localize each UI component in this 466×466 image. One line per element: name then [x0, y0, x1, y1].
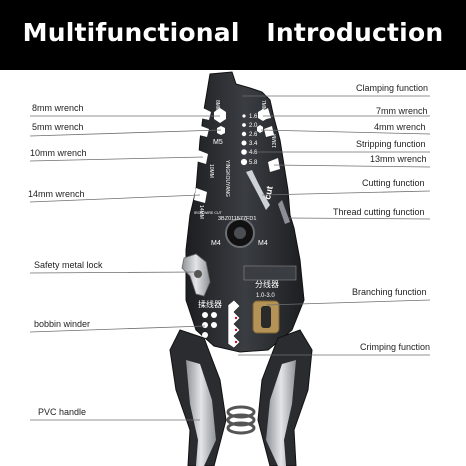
gauge-2-0: 2.0	[249, 123, 258, 129]
mark-13mm: 13MM	[272, 134, 278, 148]
leader-10mm	[29, 156, 204, 162]
callout-stripping-function: Stripping function	[356, 139, 426, 149]
callout-5mm-wrench: 5mm wrench	[32, 122, 84, 132]
leader-cutting	[261, 190, 431, 196]
mark-10mm: 10MM	[208, 164, 214, 178]
callout-10mm-wrench: 10mm wrench	[30, 148, 87, 158]
return-spring	[226, 405, 256, 435]
leader-lock	[29, 271, 197, 274]
leader-thread	[287, 217, 431, 220]
mark-m4-left: M4	[211, 240, 221, 247]
hex-hole-8mm	[214, 108, 226, 123]
callout-7mm-wrench: 7mm wrench	[376, 106, 428, 116]
mark-14mm: 14MM	[198, 205, 204, 219]
callout-4mm-wrench: 4mm wrench	[374, 122, 426, 132]
mark-m5: M5	[213, 139, 223, 146]
callout-bobbin-winder: bobbin winder	[34, 319, 91, 329]
cutting-blade	[246, 170, 270, 210]
gauge-4-6: 4.6	[249, 150, 258, 156]
callout-clamping-function: Clamping function	[356, 83, 429, 93]
tool-head	[185, 71, 305, 353]
mark-cut: cut	[262, 185, 275, 200]
handle-grip-left	[186, 360, 216, 466]
silver-strip	[243, 265, 297, 281]
gauge-3-4: 3.4	[249, 141, 258, 147]
hex-hole-4mm	[257, 125, 263, 133]
stripping-gauge-holes	[240, 114, 248, 166]
pivot-bolt-center	[234, 227, 246, 239]
title-banner: Multifunctional Introduction	[0, 0, 466, 70]
mark-cn-left: 揉线器	[198, 299, 222, 309]
callout-pvc-handle: PVC handle	[38, 407, 87, 417]
callout-14mm-wrench: 14mm wrench	[28, 189, 85, 199]
callout-crimping-function: Crimping function	[360, 342, 431, 352]
mark-7mm: 7MM	[260, 100, 266, 111]
thread-cutting-edge	[278, 200, 290, 224]
gauge-2-6: 2.6	[249, 132, 258, 138]
mark-8mm: 8MM	[214, 100, 220, 111]
mark-m4-right: M4	[258, 240, 268, 247]
callout-branching-function: Branching function	[352, 287, 427, 297]
bobbin-winder-holes	[202, 312, 217, 338]
leader-bobbin	[29, 325, 206, 333]
handle-grip-right	[266, 360, 296, 466]
callout-8mm-wrench: 8mm wrench	[32, 103, 84, 113]
leader-14mm	[29, 194, 201, 203]
crimping-jaws	[227, 299, 241, 349]
mark-range: 1.0-3.0	[256, 293, 275, 299]
hex-hole-7mm	[258, 109, 268, 121]
gauge-5-8: 5.8	[249, 160, 258, 166]
mark-iron-wire-cut: IRON WIRE CUT	[194, 211, 223, 215]
hex-hole-5mm	[217, 126, 225, 135]
leader-branching	[265, 299, 431, 306]
callout-thread-cutting-function: Thread cutting function	[333, 207, 425, 217]
callout-cutting-function: Cutting function	[362, 178, 425, 188]
gauge-1-6: 1.6	[249, 114, 258, 120]
mark-brand: YINGKOUYANG	[224, 160, 230, 197]
banner-title: Multifunctional Introduction	[22, 18, 444, 47]
callout-13mm-wrench: 13mm wrench	[370, 154, 427, 164]
callout-safety-lock: Safety metal lock	[34, 260, 103, 270]
leader-4mm	[260, 129, 431, 135]
branching-slot	[261, 306, 271, 328]
leader-13mm	[273, 164, 431, 168]
crimping-red-marks	[234, 316, 238, 344]
mark-cn-right: 分线器	[255, 279, 279, 289]
leader-5mm	[29, 129, 222, 137]
wrench-notches-left	[194, 108, 211, 203]
mark-serial: 3BZ011577FD1	[218, 216, 256, 222]
